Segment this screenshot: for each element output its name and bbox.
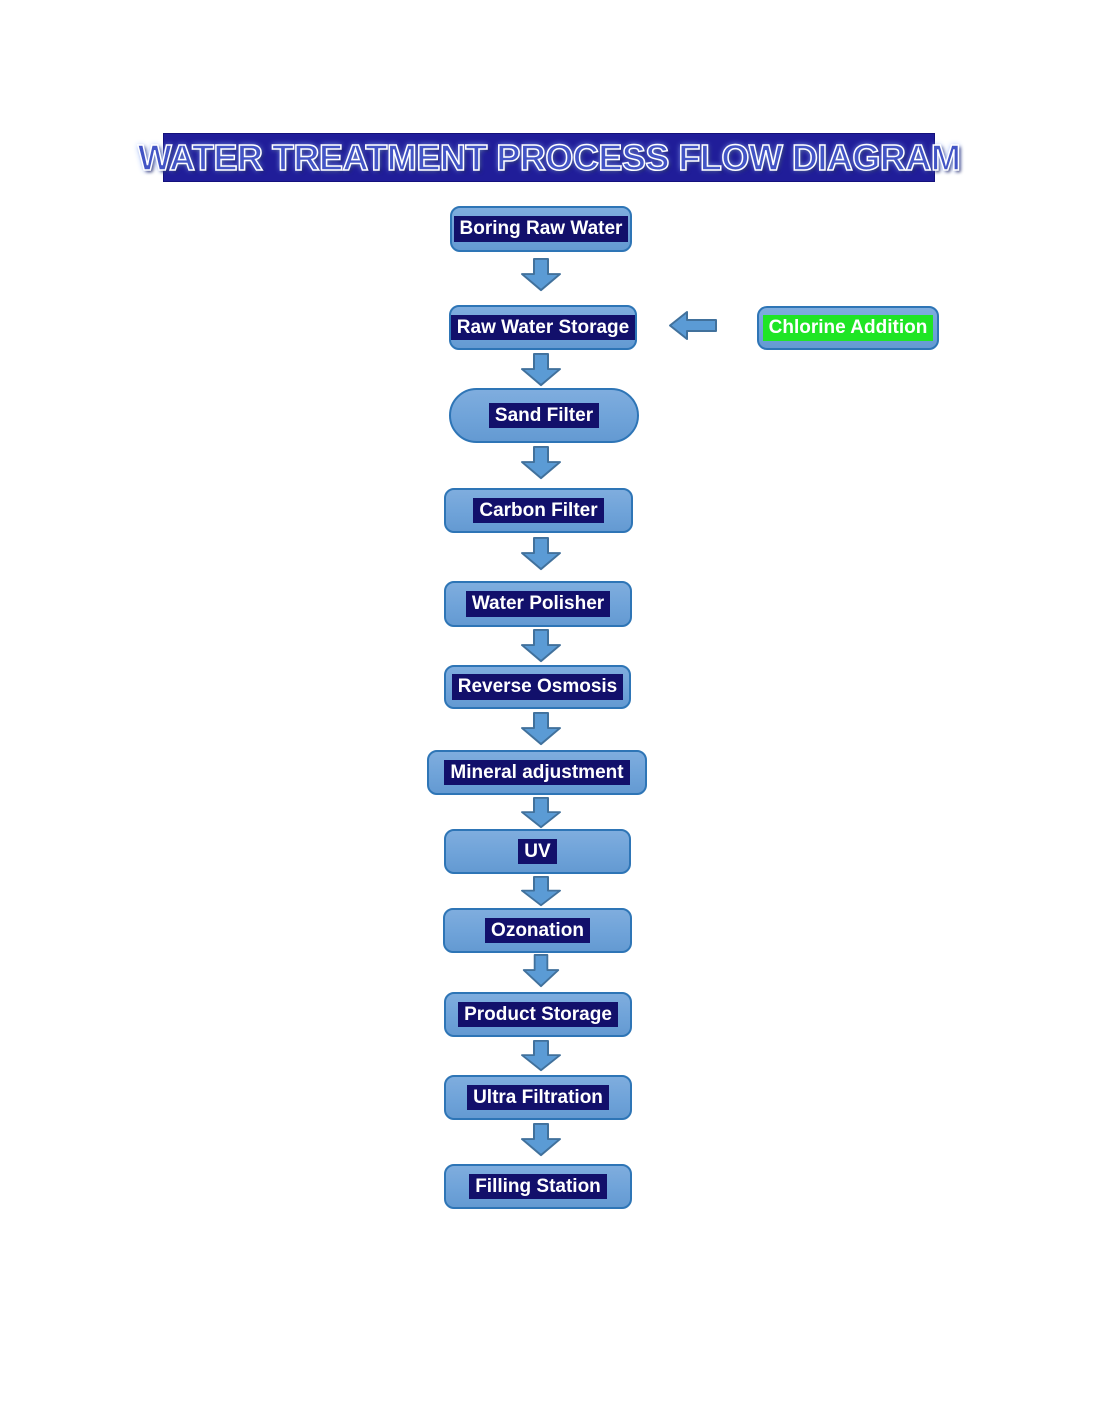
flow-step-label: Sand Filter <box>488 402 600 429</box>
down-arrow-icon <box>519 1040 563 1072</box>
down-arrow-icon <box>519 258 563 292</box>
down-arrow-icon <box>519 797 563 829</box>
flow-step-label: Product Storage <box>458 1001 618 1028</box>
down-arrow-icon <box>519 876 563 907</box>
annotation-label: Chlorine Addition <box>762 315 934 341</box>
flow-step-filling-station: Filling Station <box>444 1164 632 1209</box>
flow-step-reverse-osmosis: Reverse Osmosis <box>444 665 631 709</box>
down-arrow-icon <box>519 1123 563 1157</box>
annotation-chlorine-addition: Chlorine Addition <box>757 306 939 350</box>
flow-step-label: UV <box>518 838 557 865</box>
flow-step-label: Raw Water Storage <box>450 314 636 341</box>
flow-step-label: Filling Station <box>469 1173 607 1200</box>
down-arrow-icon <box>519 446 563 480</box>
flow-step-label: Mineral adjustment <box>444 759 630 786</box>
down-arrow-icon <box>519 629 563 663</box>
page-title: WATER TREATMENT PROCESS FLOW DIAGRAM <box>137 133 962 182</box>
flow-step-label: Reverse Osmosis <box>451 674 624 700</box>
down-arrow-icon <box>521 954 561 988</box>
flow-step-label: Ozonation <box>485 917 590 944</box>
flow-step-label: Boring Raw Water <box>453 216 629 242</box>
down-arrow-icon <box>519 537 563 571</box>
flow-step-label: Water Polisher <box>465 591 611 617</box>
flow-step-boring-raw-water: Boring Raw Water <box>450 206 632 252</box>
left-arrow-icon <box>668 310 718 341</box>
flow-step-label: Carbon Filter <box>473 497 604 524</box>
flow-step-mineral-adjustment: Mineral adjustment <box>427 750 647 795</box>
flow-step-water-polisher: Water Polisher <box>444 581 632 627</box>
down-arrow-icon <box>519 353 563 387</box>
down-arrow-icon <box>519 712 563 746</box>
flow-step-ozonation: Ozonation <box>443 908 632 953</box>
flow-step-label: Ultra Filtration <box>467 1084 609 1111</box>
flow-step-carbon-filter: Carbon Filter <box>444 488 633 533</box>
flow-step-product-storage: Product Storage <box>444 992 632 1037</box>
flow-step-raw-water-storage: Raw Water Storage <box>449 305 637 350</box>
flow-step-ultra-filtration: Ultra Filtration <box>444 1075 632 1120</box>
flow-step-uv: UV <box>444 829 631 874</box>
flow-step-sand-filter: Sand Filter <box>449 388 639 443</box>
